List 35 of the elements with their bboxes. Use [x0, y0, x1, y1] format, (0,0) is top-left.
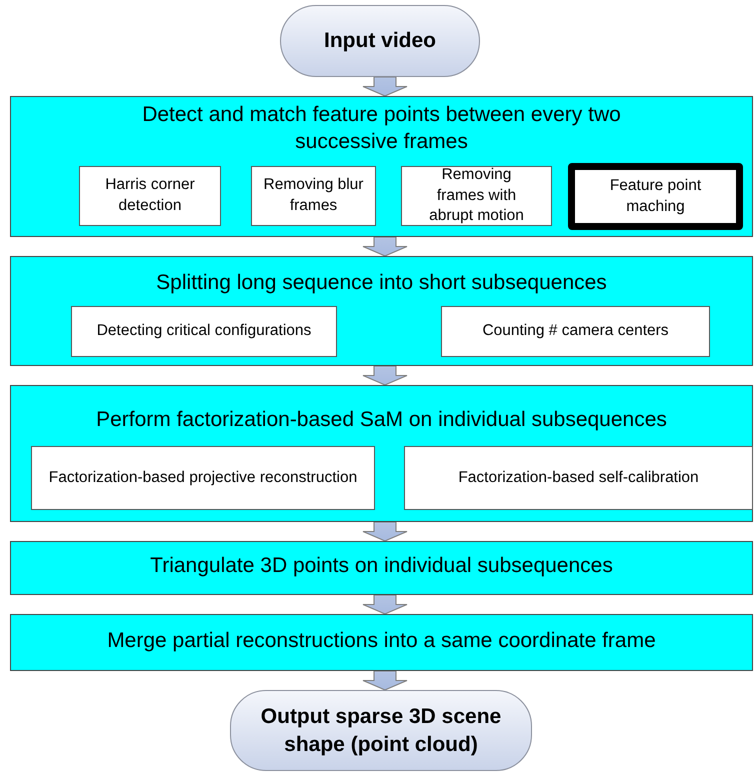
node-label: Harris corner detection	[104, 175, 196, 216]
node-label: Factorization-based self-calibration	[458, 468, 699, 488]
process-box	[71, 306, 337, 357]
process-box	[404, 446, 753, 510]
panel-heading: Perform factorization-based SaM on individual subsequences	[96, 407, 667, 433]
highlighted-process-box	[568, 163, 743, 230]
process-panel	[10, 614, 753, 671]
process-box	[79, 166, 221, 226]
block-arrow	[362, 76, 408, 97]
process-panel	[10, 256, 753, 366]
node-label: Detecting critical configurations	[96, 321, 312, 342]
block-arrow	[362, 594, 408, 615]
process-box	[401, 166, 552, 226]
node-label: Output sparse 3D scene shape (point cloud)	[260, 704, 502, 758]
node-label: Factorization-based projective reconstruction	[48, 468, 358, 488]
process-box	[31, 446, 375, 510]
process-box	[251, 166, 376, 226]
node-label: Removing blur frames	[264, 175, 364, 216]
process-panel	[10, 385, 753, 522]
panel-heading: Detect and match feature points between every two successive frames	[141, 102, 622, 156]
node-label: Counting # camera centers	[482, 321, 669, 342]
panel-heading: Triangulate 3D points on individual subsequences	[150, 553, 613, 579]
process-panel	[10, 541, 753, 595]
node-label: Removing frames with abrupt motion	[428, 164, 525, 226]
block-arrow	[362, 522, 408, 542]
panel-heading: Merge partial reconstructions into a same coordinate frame	[107, 628, 656, 654]
block-arrow	[362, 670, 408, 691]
block-arrow	[362, 366, 408, 386]
node-label: Feature point maching	[608, 176, 702, 216]
block-arrow	[362, 236, 408, 257]
panel-heading: Splitting long sequence into short subsequences	[156, 270, 607, 296]
process-panel	[10, 96, 753, 237]
node-label: Input video	[324, 28, 436, 54]
process-box	[441, 306, 710, 357]
terminal-box	[230, 690, 532, 771]
